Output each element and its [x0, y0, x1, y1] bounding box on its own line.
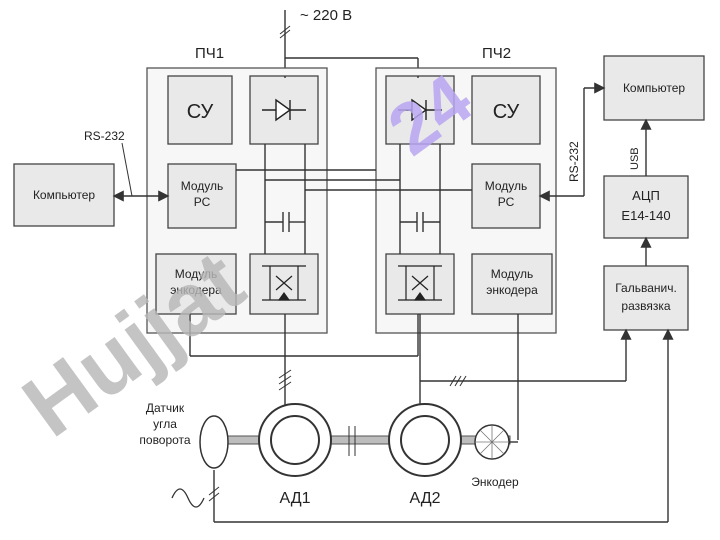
- pc-module-1: Модуль РС: [167, 163, 237, 229]
- motor-1: АД1: [258, 403, 332, 507]
- svg-text:Модуль: Модуль: [181, 179, 224, 193]
- rectifier-1: [249, 75, 319, 145]
- svg-text:энкодера: энкодера: [486, 283, 538, 297]
- svg-text:АЦП: АЦП: [632, 188, 660, 203]
- isolation-block: Гальванич. развязка: [603, 236, 689, 331]
- capacitor-icon: [265, 212, 305, 232]
- usb-label: USB: [629, 147, 641, 170]
- computer-left: Компьютер: [13, 163, 115, 227]
- diode-bridge-icon: [262, 98, 306, 122]
- signal-wires: [189, 314, 674, 523]
- rotation-sensor: Датчик угла поворота: [139, 401, 229, 469]
- supply-label: ~ 220 В: [300, 7, 352, 24]
- converter-1-title: ПЧ1: [195, 45, 224, 62]
- motor-2: АД2: [388, 403, 462, 507]
- svg-text:Энкодер: Энкодер: [471, 475, 519, 489]
- encoder-disk: Энкодер: [471, 424, 519, 489]
- encoder-module-2: Модуль энкодера: [471, 253, 553, 315]
- svg-text:угла: угла: [153, 417, 177, 431]
- encoder-module-1: Модуль энкодера: [155, 253, 237, 315]
- igbt-inverter-icon: [262, 265, 306, 301]
- dc-link: [236, 76, 472, 254]
- rs232-link-left: RS-232: [84, 129, 170, 202]
- adc-block: АЦП E14-140: [603, 175, 689, 239]
- inverter-1: [249, 253, 319, 315]
- rectifier-2: [385, 75, 455, 145]
- svg-text:Датчик: Датчик: [146, 401, 185, 415]
- converter-2-title: ПЧ2: [482, 45, 511, 62]
- svg-text:E14-140: E14-140: [621, 208, 670, 223]
- svg-text:РС: РС: [194, 195, 211, 209]
- inverter-2: [385, 253, 455, 315]
- svg-text:СУ: СУ: [187, 101, 214, 123]
- svg-text:РС: РС: [498, 195, 515, 209]
- svg-text:Гальванич.: Гальванич.: [615, 281, 677, 295]
- computer-right: Компьютер: [603, 55, 705, 121]
- svg-text:СУ: СУ: [493, 101, 520, 123]
- svg-text:поворота: поворота: [139, 433, 191, 447]
- igbt-inverter-icon: [398, 265, 442, 301]
- pc-module-2: Модуль РС: [471, 163, 541, 229]
- svg-text:Компьютер: Компьютер: [623, 81, 685, 95]
- sine-icon: [171, 488, 205, 508]
- svg-text:Модуль: Модуль: [175, 267, 218, 281]
- svg-text:Модуль: Модуль: [491, 267, 534, 281]
- usb-link: USB: [629, 118, 652, 176]
- rs232-link-right: RS-232: [538, 82, 606, 202]
- svg-text:энкодера: энкодера: [170, 283, 222, 297]
- rs232-label-left: RS-232: [84, 129, 125, 143]
- control-unit-2: СУ: [471, 75, 541, 145]
- svg-text:Компьютер: Компьютер: [33, 188, 95, 202]
- diode-bridge-icon: [398, 98, 442, 122]
- capacitor-icon: [400, 212, 440, 232]
- svg-text:АД2: АД2: [410, 490, 441, 507]
- svg-text:Модуль: Модуль: [485, 179, 528, 193]
- svg-text:развязка: развязка: [621, 299, 670, 313]
- rs232-label-right: RS-232: [567, 141, 581, 182]
- svg-text:АД1: АД1: [280, 490, 311, 507]
- control-unit-1: СУ: [167, 75, 233, 145]
